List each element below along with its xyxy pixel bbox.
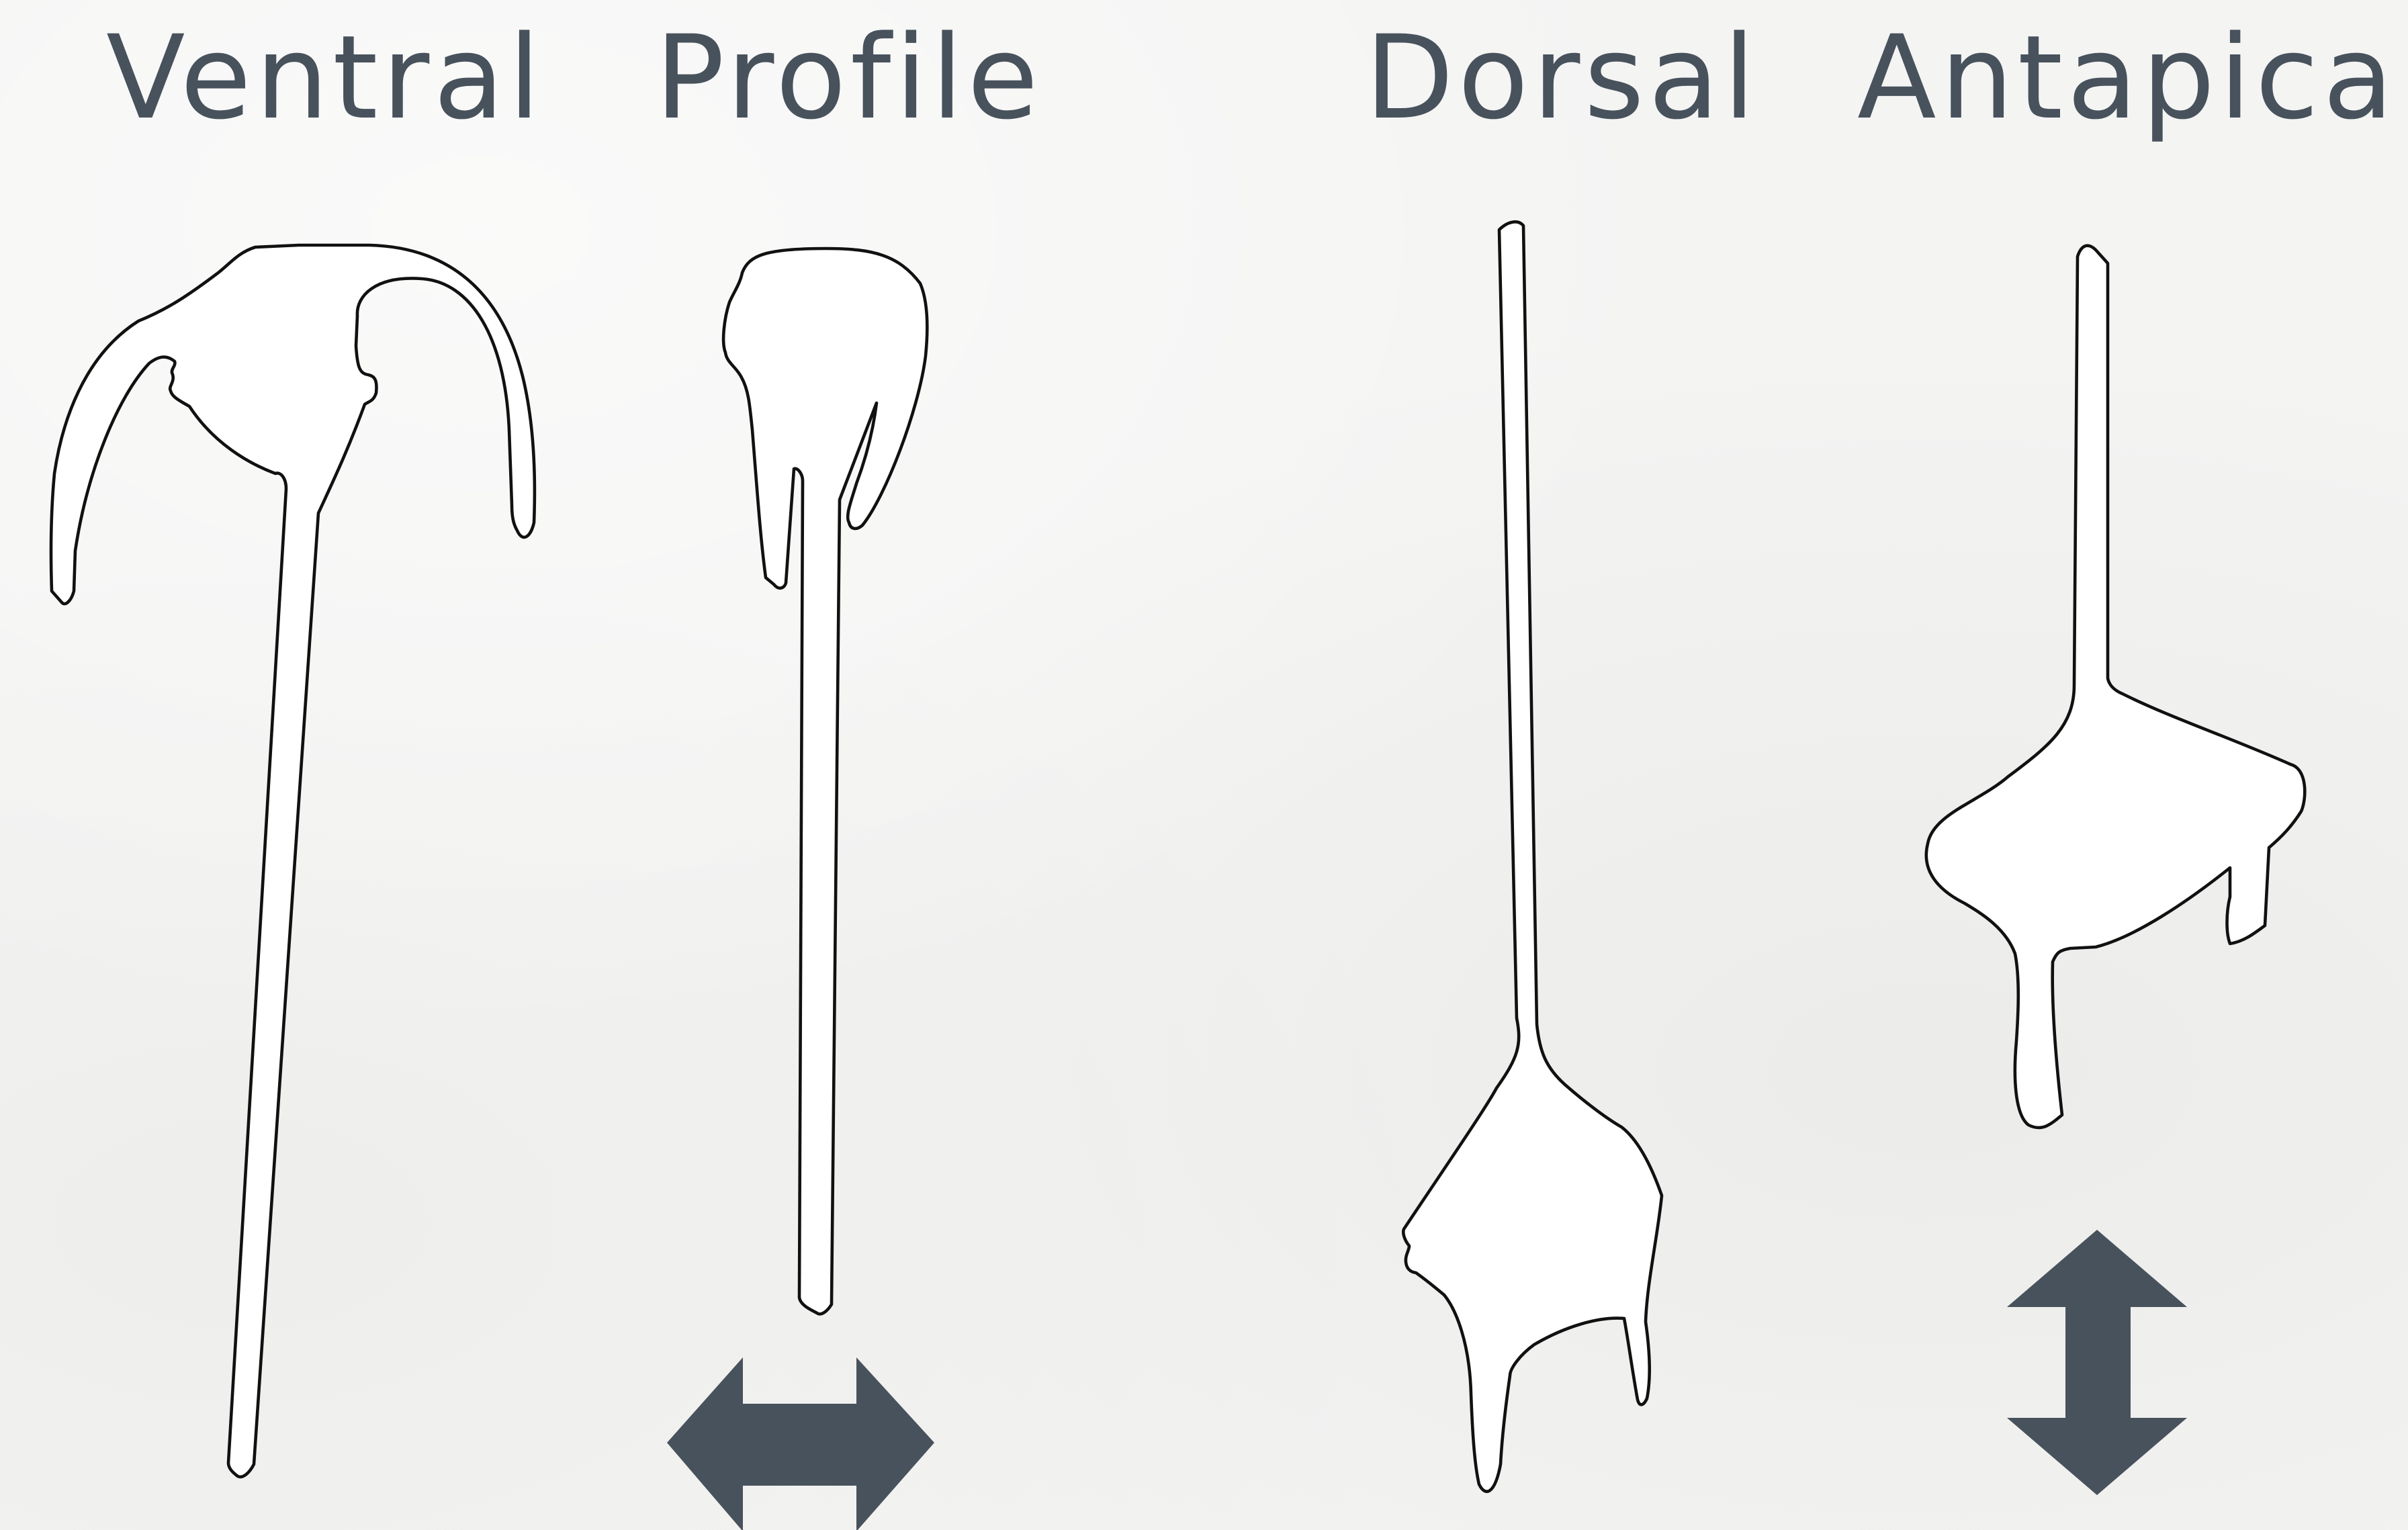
- ventral-view-figure: [51, 245, 535, 1477]
- profile-spine-outline: [723, 249, 927, 1314]
- dorsal-spine-outline: [1403, 222, 1662, 1491]
- antapical-view-figure: [1926, 246, 2305, 1128]
- ventral-spine-outline: [51, 245, 535, 1477]
- profile-view-figure: [723, 249, 927, 1314]
- double-arrow-vertical-icon: [2007, 1230, 2187, 1495]
- dorsal-view-figure: [1403, 222, 1662, 1491]
- double-arrow-horizontal-icon: [667, 1357, 934, 1530]
- antapical-spine-outline: [1926, 246, 2305, 1128]
